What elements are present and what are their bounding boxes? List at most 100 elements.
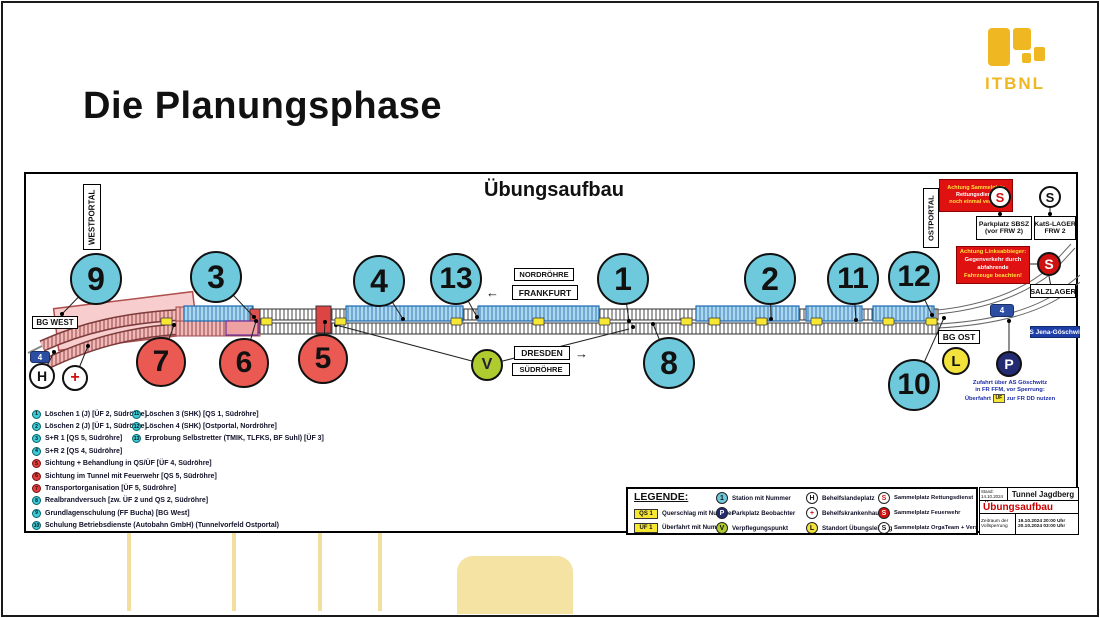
legend-item-label: Grundlagenschulung (FF Bucha) [BG West]: [45, 509, 190, 517]
behelfskrankenhaus-icon: +: [62, 365, 88, 391]
label-ostportal: OSTPORTAL: [923, 188, 939, 248]
stand-date: Stand: 14.10.2024: [980, 488, 1008, 500]
station-2: 2: [744, 253, 796, 305]
symbol-label: Sammelplatz Feuerwehr: [894, 510, 961, 516]
uef-chip-label: Überfahrt mit Nummer: [662, 524, 728, 531]
legend-item-number: 9: [32, 508, 41, 518]
box-kats-lager: KatS-LAGER FRW 2: [1034, 216, 1076, 240]
legend-item-number: 13: [132, 434, 141, 444]
legend-item-number: 6: [32, 471, 41, 481]
label-bg-west: BG WEST: [32, 316, 78, 329]
station-9: 9: [70, 253, 122, 305]
uebungsleitung-symbol: L: [806, 522, 818, 533]
decorative-bar: [232, 533, 236, 611]
legend-item-label: Löschen 1 (J) [ÜF 2, Südröhre]: [45, 410, 147, 418]
landeplatz-symbol: H: [806, 492, 818, 504]
legend-item: 4 S+R 2 [QS 4, Südröhre]: [32, 445, 279, 457]
legend-item-label: Schulung Betriebsdienste (Autobahn GmbH)…: [45, 522, 279, 530]
legend-item-label: Erprobung Selbstretter (TMIK, TLFKS, BF …: [145, 435, 324, 443]
legend-item-number: 4: [32, 446, 41, 456]
box-line: (vor FRW 2): [984, 228, 1023, 235]
label-as-jena-goeschwitz: AS Jena-Göschwitz: [1025, 326, 1085, 338]
symbol-label: Parkplatz Beobachter: [732, 510, 796, 517]
label-nordroehre: NORDRÖHRE: [514, 268, 574, 281]
station-5: 5: [298, 334, 348, 384]
legend-item-label: Transportorganisation [ÜF 5, Südröhre]: [45, 485, 177, 493]
station-symbol: 1: [716, 492, 728, 504]
legend-item-label: Sichtung + Behandlung in QS/ÜF [ÜF 4, Sü…: [45, 460, 212, 468]
legend-item: 6 Sichtung im Tunnel mit Feuerwehr [QS 5,…: [32, 470, 279, 482]
title-block: Stand: 14.10.2024 Tunnel Jagdberg Übungs…: [979, 487, 1079, 535]
legend-item-number: 12: [132, 422, 141, 432]
legend-item-label: Realbrandversuch [zw. ÜF 2 und QS 2, Süd…: [45, 497, 209, 505]
symbol-label: Station mit Nummer: [732, 495, 791, 502]
qs-chip-label: Querschlag mit Nummer: [662, 510, 734, 517]
legend-item-number: 10: [32, 521, 41, 531]
symbol-label: Sammelplatz OrgaTeam + Versorgung: [894, 525, 978, 531]
legend-item-number: 11: [132, 409, 141, 419]
p-note-line: in FR FFM, vor Sperrung:: [975, 387, 1045, 393]
legend-item-label: S+R 1 [QS 5, Südröhre]: [45, 435, 123, 443]
box-line: KatS-LAGER: [1034, 221, 1076, 228]
legend-item-label: Löschen 2 (J) [ÜF 1, Südröhre]: [45, 423, 147, 431]
autobahn-a4-sign: 4: [30, 351, 50, 363]
legend-item-number: 2: [32, 422, 41, 432]
station-1: 1: [597, 253, 649, 305]
station-3: 3: [190, 251, 242, 303]
qs-chip: QS 1: [634, 509, 658, 519]
station-4: 4: [353, 255, 405, 307]
sammelplatz-orgateam-icon: S: [1039, 186, 1061, 208]
symbol-label: Standort Übungsleitung: [822, 525, 893, 532]
uef-chip: ÜF 1: [634, 523, 658, 533]
symbol-label: Sammelplatz Rettungsdienst: [894, 495, 974, 501]
note-line: noch einmal verlegt!: [949, 199, 1003, 206]
tunnel-name: Tunnel Jagdberg: [1011, 489, 1075, 499]
uef-chip: ÜF: [992, 394, 1006, 403]
legend-item: 13 Erprobung Selbstretter (TMIK, TLFKS, B…: [132, 433, 324, 445]
station-11: 11: [827, 253, 879, 305]
p-access-note: Zufahrt über AS Göschwitz in FR FFM, vor…: [964, 380, 1056, 403]
uebungsleitung-icon: L: [942, 347, 970, 375]
p-note-text: zur FR DD nutzen: [1006, 396, 1056, 403]
station-10: 10: [888, 359, 940, 411]
symbol-label: Behelfslandeplatz: [822, 495, 875, 502]
label-dresden: DRESDEN: [514, 346, 570, 360]
decorative-block: [457, 556, 573, 614]
legend-item-label: Sichtung im Tunnel mit Feuerwehr [QS 5, …: [45, 472, 217, 480]
autobahn-a4-sign: 4: [990, 304, 1014, 317]
legend-item-number: 8: [32, 496, 41, 506]
exercise-diagram: Übungsaufbau WESTPORTAL OSTPORTAL NORDRÖ…: [24, 172, 1085, 535]
sammelplatz-fw-symbol: S: [878, 507, 890, 519]
sammelplatz-rd-symbol: S: [878, 492, 890, 504]
p-note-text: Überfahrt: [964, 396, 991, 403]
note-line: Rettungsdienst: [955, 191, 997, 198]
verpflegungspunkt-icon: V: [471, 349, 503, 381]
legend-item-label: S+R 2 [QS 4, Südröhre]: [45, 447, 123, 455]
period-label-line: Zeitraum der: [981, 519, 1009, 524]
note-line: Gegenverkehr durch abfahrende: [964, 257, 1022, 271]
decorative-bar: [378, 533, 382, 611]
station-7: 7: [136, 337, 186, 387]
legend-item: 9 Grundlagenschulung (FF Bucha) [BG West]: [32, 507, 279, 519]
plan-subtitle: Übungsaufbau: [980, 501, 1078, 514]
box-line: FRW 2: [1044, 228, 1066, 235]
station-13: 13: [430, 253, 482, 305]
label-salzlager: SALZLAGER: [1030, 284, 1076, 298]
period-from: 19.10.2024 20:00 Uhr: [1018, 519, 1066, 524]
symbol-legend-box: LEGENDE: QS 1 Querschlag mit Nummer ÜF 1…: [626, 487, 978, 535]
station-8: 8: [643, 337, 695, 389]
itbnl-logo-mark: [988, 28, 1045, 66]
legend-item: 8 Realbrandversuch [zw. ÜF 2 und QS 2, Sü…: [32, 495, 279, 507]
krankenhaus-symbol: +: [806, 507, 818, 519]
station-12: 12: [888, 251, 940, 303]
label-westportal: WESTPORTAL: [83, 184, 101, 250]
note-line: Fahrzeuge beachten!: [964, 272, 1022, 279]
